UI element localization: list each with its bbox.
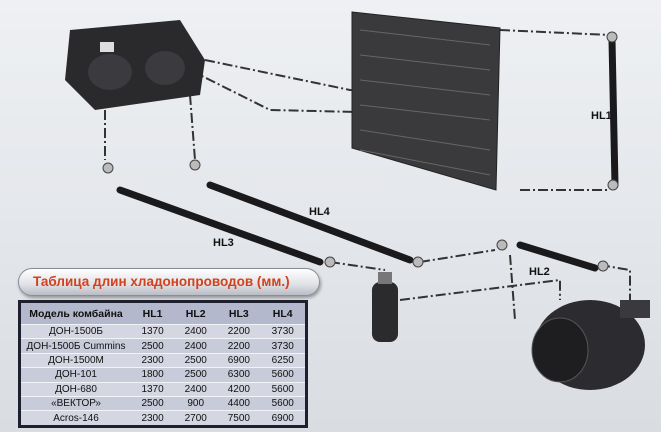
cell-length: 6900 bbox=[217, 352, 261, 368]
header-model: Модель комбайна bbox=[19, 301, 131, 325]
cell-length: 2500 bbox=[131, 338, 175, 354]
cell-length: 5600 bbox=[260, 381, 307, 397]
hose-length-table: Модель комбайна HL1 HL2 HL3 HL4 ДОН-1500… bbox=[18, 300, 308, 428]
cell-length: 2500 bbox=[131, 395, 175, 411]
table-title-banner: Таблица длин хладонопроводов (мм.) bbox=[18, 268, 320, 296]
hose-hl3 bbox=[116, 186, 324, 266]
header-hl1: HL1 bbox=[131, 301, 175, 325]
cell-length: 2300 bbox=[131, 352, 175, 368]
table-header-row: Модель комбайна HL1 HL2 HL3 HL4 bbox=[19, 301, 307, 325]
cell-length: 6250 bbox=[260, 352, 307, 368]
cell-length: 2500 bbox=[174, 352, 218, 368]
cell-model: ДОН-101 bbox=[19, 367, 131, 383]
cell-length: 900 bbox=[174, 395, 218, 411]
cell-model: ДОН-680 bbox=[19, 381, 131, 397]
cell-length: 2200 bbox=[217, 338, 261, 354]
label-hl3: HL3 bbox=[213, 237, 234, 249]
label-hl4: HL4 bbox=[309, 206, 330, 218]
cell-length: 1800 bbox=[131, 367, 175, 383]
label-hl2: HL2 bbox=[529, 266, 550, 278]
evaporator-unit bbox=[65, 20, 205, 110]
cell-length: 5600 bbox=[260, 395, 307, 411]
cell-length: 4400 bbox=[217, 395, 261, 411]
hose-fittings bbox=[102, 31, 619, 272]
hose-hl1 bbox=[608, 36, 619, 189]
cell-length: 2400 bbox=[174, 323, 218, 339]
hoses bbox=[116, 36, 619, 272]
cell-length: 6300 bbox=[217, 367, 261, 383]
cell-length: 2400 bbox=[174, 381, 218, 397]
header-hl4: HL4 bbox=[260, 301, 307, 325]
cell-model: ДОН-1500М bbox=[19, 352, 131, 368]
cell-length: 2200 bbox=[217, 323, 261, 339]
label-hl1: HL1 bbox=[591, 110, 612, 122]
cell-length: 7500 bbox=[217, 410, 261, 427]
cell-length: 6900 bbox=[260, 410, 307, 427]
header-hl3: HL3 bbox=[217, 301, 261, 325]
cell-model: ДОН-1500Б bbox=[19, 323, 131, 339]
condenser bbox=[351, 11, 501, 191]
cell-length: 2500 bbox=[174, 367, 218, 383]
cell-length: 5600 bbox=[260, 367, 307, 383]
table-title: Таблица длин хладонопроводов (мм.) bbox=[33, 274, 290, 289]
hose-hl2 bbox=[516, 241, 599, 272]
cell-model: Acros-146 bbox=[19, 410, 131, 427]
cell-length: 1370 bbox=[131, 323, 175, 339]
header-hl2: HL2 bbox=[174, 301, 218, 325]
compressor bbox=[531, 300, 650, 390]
cell-model: «ВЕКТОР» bbox=[19, 395, 131, 411]
cell-length: 2700 bbox=[174, 410, 218, 427]
cell-length: 3730 bbox=[260, 338, 307, 354]
cell-model: ДОН-1500Б Cummins bbox=[19, 338, 131, 354]
hose-hl4 bbox=[206, 181, 414, 264]
receiver-drier bbox=[372, 272, 398, 342]
cell-length: 2400 bbox=[174, 338, 218, 354]
cell-length: 1370 bbox=[131, 381, 175, 397]
cell-length: 4200 bbox=[217, 381, 261, 397]
cell-length: 3730 bbox=[260, 323, 307, 339]
cell-length: 2300 bbox=[131, 410, 175, 427]
